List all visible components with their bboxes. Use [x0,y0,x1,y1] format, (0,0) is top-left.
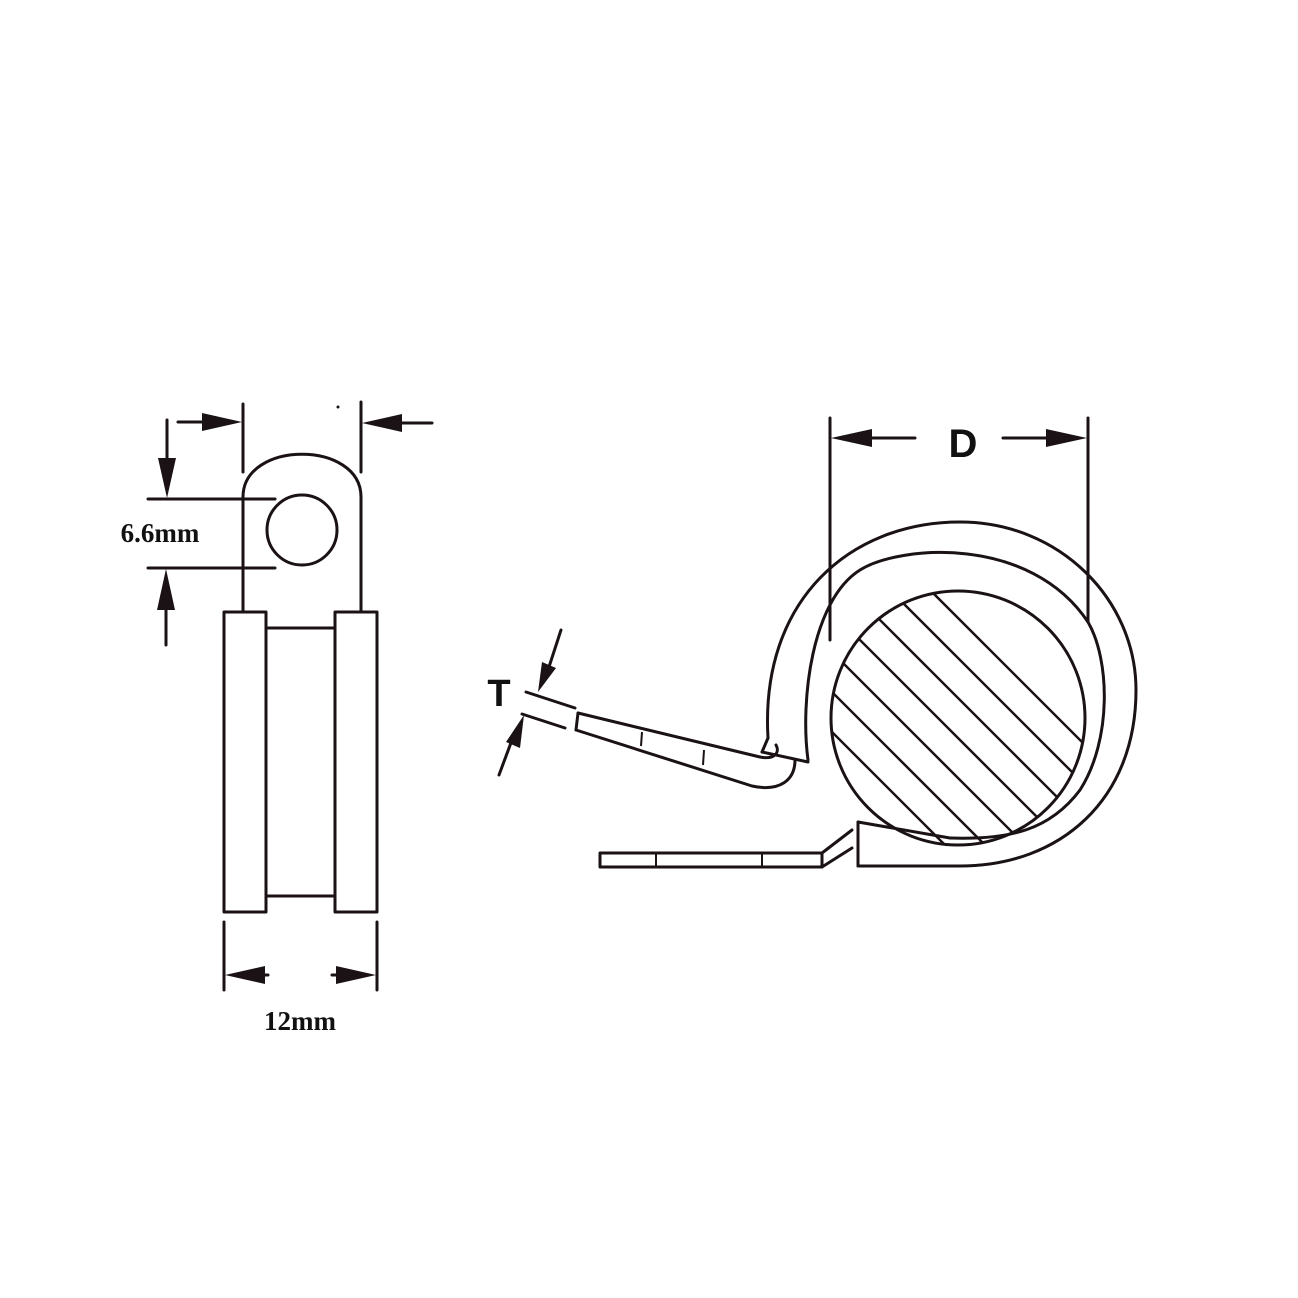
hole-diameter-dimension: 6.6mm [121,418,277,647]
band-width-dimension: 12mm [222,920,379,1036]
arrow-left-icon [362,414,402,432]
thickness-label: T [487,673,510,715]
arrow-up-icon [506,715,524,748]
hole-diameter-label: 6.6mm [121,518,200,548]
clamp-inner-band [804,550,1090,762]
mounting-tab-outline [241,452,363,614]
arrow-right-icon [202,413,242,431]
arrow-down-icon [158,458,176,498]
arrow-left-icon [225,966,265,984]
band-width-label: 12mm [264,1006,336,1036]
arrow-down-icon [538,662,556,692]
upper-tab [574,711,797,789]
cable-hatching [831,591,1085,845]
arrow-up-icon [157,569,175,610]
front-view: D T [487,416,1138,869]
thickness-dimension: T [487,628,577,777]
clamp-outer-band [766,520,1138,868]
diameter-label: D [949,422,978,466]
tab-width-dimension [176,400,434,474]
arrow-left-icon [831,429,872,447]
cable-cross-section [829,589,1087,847]
arrow-right-icon [1046,429,1087,447]
left-flange [222,610,268,914]
side-view: 6.6mm 12mm [121,400,434,1036]
diameter-dimension: D [828,416,1090,642]
lower-tab [598,828,854,869]
mounting-hole [265,493,339,567]
right-flange [333,610,379,914]
arrow-right-icon [336,966,376,984]
